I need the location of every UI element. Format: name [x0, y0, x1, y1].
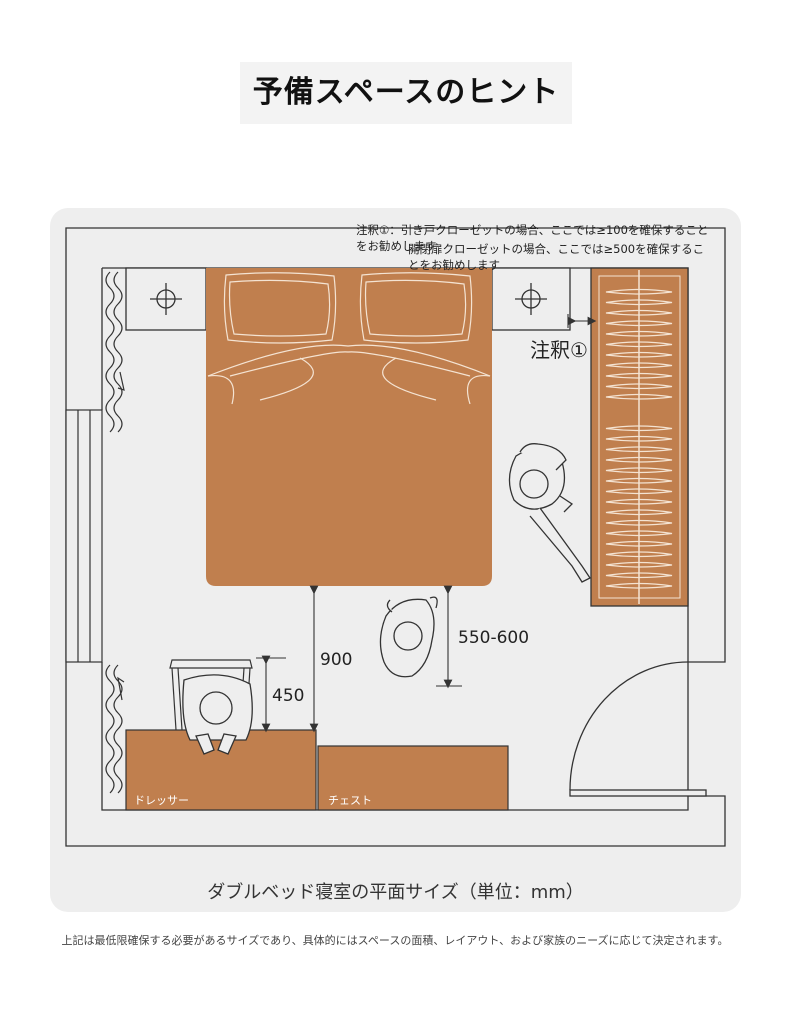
closet-hanger — [605, 383, 673, 390]
note-marker-label: 注釈① — [530, 338, 588, 362]
closet-hanger — [605, 477, 673, 484]
closet-hanger — [605, 341, 673, 348]
closet-hanger — [605, 299, 673, 306]
dimension-900: 900 — [320, 650, 353, 670]
chest — [317, 745, 509, 811]
closet-hanger — [605, 551, 673, 558]
closet-hanger — [605, 530, 673, 537]
closet-hanger — [605, 519, 673, 526]
person-standing-icon — [379, 596, 438, 678]
double-bed — [206, 268, 492, 586]
page-title: 予備スペースのヒント — [252, 75, 560, 110]
closet-hanger — [605, 572, 673, 579]
closet-hanger — [605, 425, 673, 432]
person-at-dresser-icon — [182, 674, 253, 755]
closet-hanger — [605, 320, 673, 327]
closet-hanger — [605, 393, 673, 400]
closet-hanger — [605, 540, 673, 547]
dresser-label: ドレッサー — [134, 794, 189, 807]
dimension-550-600: 550-600 — [458, 628, 530, 648]
footnote: 上記は最低限確保する必要があるサイズであり、具体的にはスペースの面積、レイアウト… — [61, 934, 729, 947]
closet-hanger — [605, 488, 673, 495]
closet-hanger — [605, 467, 673, 474]
dimension-lines — [256, 314, 597, 733]
note-hinged-closet: 開閉扉クローゼットの場合、ここでは≥500を確保することをお勧めします — [408, 242, 705, 272]
closet-hanger — [605, 435, 673, 442]
curtain-top — [105, 271, 125, 433]
door — [569, 661, 707, 797]
closet-hanger — [605, 372, 673, 379]
closet-hanger — [605, 456, 673, 463]
person-walking-closet-icon — [508, 443, 591, 583]
closet-hanger — [605, 498, 673, 505]
chest-label: チェスト — [328, 794, 372, 807]
closet-hanger — [605, 509, 673, 516]
closet — [590, 267, 689, 607]
window — [65, 409, 103, 663]
closet-hanger — [605, 351, 673, 358]
closet-hanger — [605, 561, 673, 568]
closet-hanger — [605, 362, 673, 369]
nightstand-left — [125, 267, 207, 331]
dresser-chair — [169, 659, 253, 731]
note-sliding-closet: 注釈①：引き戸クローゼットの場合、ここでは≥100を確保することをお勧めします — [356, 223, 709, 253]
title-background — [240, 62, 572, 124]
closet-hanger — [605, 309, 673, 316]
curtain-bottom — [105, 664, 125, 794]
dimension-450: 450 — [272, 686, 305, 706]
closet-hanger — [605, 582, 673, 589]
closet-hanger — [605, 330, 673, 337]
floorplan-caption: ダブルベッド寝室の平面サイズ（単位：mm） — [207, 882, 584, 903]
closet-hanger — [605, 446, 673, 453]
closet-hanger — [605, 288, 673, 295]
nightstand-right — [491, 267, 571, 331]
